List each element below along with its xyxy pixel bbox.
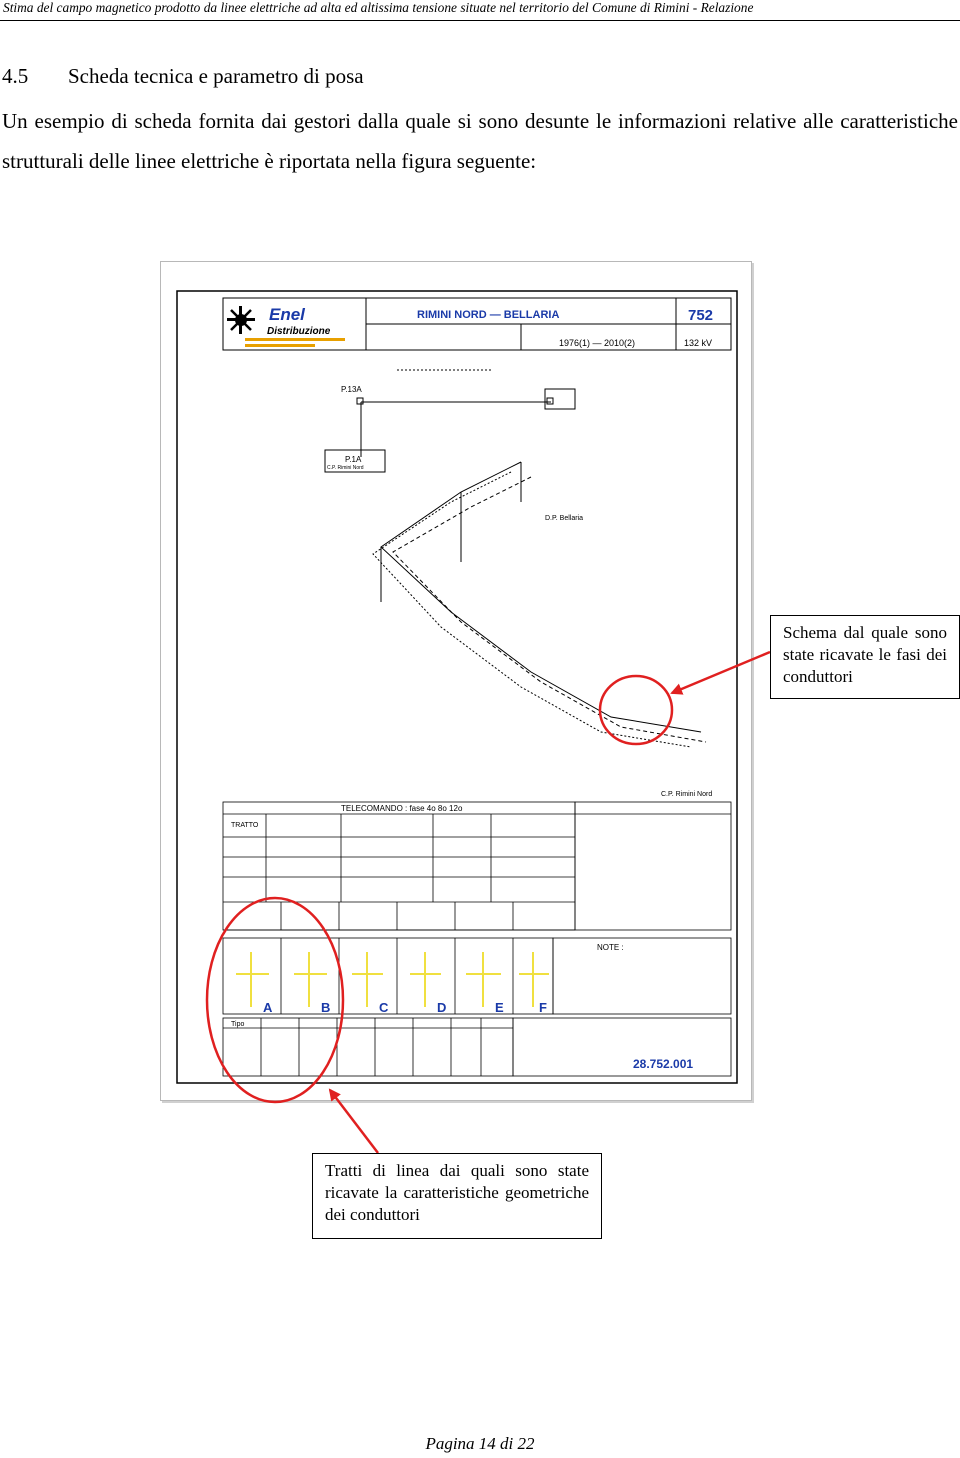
technical-sheet-figure: Enel Distribuzione RIMINI NORD — BELLARI… <box>160 261 752 1101</box>
tratto-label: TRATTO <box>231 822 259 829</box>
enel-brand-sub: Distribuzione <box>267 326 331 337</box>
data-table <box>222 801 732 931</box>
running-header: Stima del campo magnetico prodotto da li… <box>3 0 754 15</box>
tower-sections <box>222 937 732 1015</box>
line-schema-top <box>324 369 576 473</box>
header-rule <box>0 20 960 21</box>
sheet-frame <box>176 290 738 1084</box>
callout-tratti: Tratti di linea dai quali sono state ric… <box>312 1153 602 1239</box>
table-header: TELECOMANDO : fase 4o 8o 12o <box>341 804 463 813</box>
line-code: 752 <box>688 307 713 324</box>
title-block: Enel Distribuzione RIMINI NORD — BELLARI… <box>222 297 732 351</box>
section-label-b: B <box>321 1000 330 1015</box>
note-label: NOTE : <box>597 943 624 952</box>
section-heading: 4.5 Scheda tecnica e parametro di posa <box>2 64 364 89</box>
section-label-f: F <box>539 1000 547 1015</box>
section-number: 4.5 <box>2 64 29 88</box>
enel-logo-icon <box>227 306 255 334</box>
conductor-lines-yellow <box>236 952 549 1007</box>
section-label-c: C <box>379 1000 389 1015</box>
station-label-2: D.P. Bellaria <box>545 515 583 522</box>
line-name: RIMINI NORD — BELLARIA <box>417 309 559 321</box>
section-label-a: A <box>263 1000 273 1015</box>
callout-schema: Schema dal quale sono state ricavate le … <box>770 615 960 699</box>
page-number: Pagina 14 di 22 <box>425 1434 535 1453</box>
line-voltage: 132 kV <box>684 338 712 348</box>
intro-paragraph: Un esempio di scheda fornita dai gestori… <box>2 109 958 173</box>
tower-label-1: P.13A <box>341 385 362 394</box>
section-title: Scheda tecnica e parametro di posa <box>68 64 364 88</box>
tower-label-3: P.1A <box>345 455 362 464</box>
station-label-3: C.P. Rimini Nord <box>661 791 712 798</box>
conductor-schema <box>372 461 707 748</box>
tipo-label: Tipo <box>231 1021 244 1028</box>
enel-brand: Enel <box>269 305 306 324</box>
section-label-e: E <box>495 1000 504 1015</box>
section-label-d: D <box>437 1000 446 1015</box>
technical-sheet-drawing: Enel Distribuzione RIMINI NORD — BELLARI… <box>176 290 738 1084</box>
drawing-number: 28.752.001 <box>633 1057 693 1071</box>
station-label-1: C.P. Rimini Nord <box>327 465 364 471</box>
line-year: 1976(1) — 2010(2) <box>559 338 635 348</box>
